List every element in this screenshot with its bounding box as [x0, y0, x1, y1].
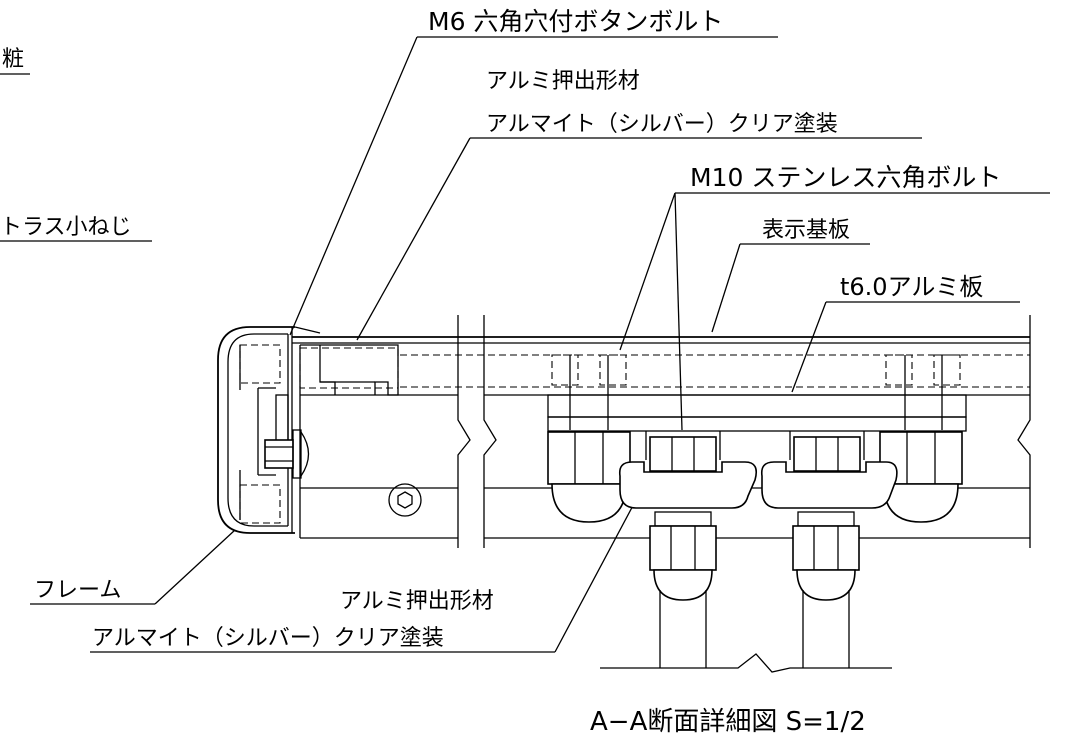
label-truncated-left: トラス小ねじ [0, 215, 132, 240]
label-frame: フレーム [34, 578, 121, 603]
label-display-board: 表示基板 [762, 218, 850, 243]
section-title: A−A断面詳細図 S=1/2 [590, 707, 866, 737]
top-extrusion [299, 344, 399, 396]
hex-socket [388, 483, 422, 517]
label-alu-top-1: アルミ押出形材 [486, 69, 640, 94]
label-m6-bolt: M6 六角穴付ボタンボルト [428, 7, 723, 36]
labels: M6 六角穴付ボタンボルト 粧 アルミ押出形材 アルマイト（シルバー）クリア塗装… [0, 7, 1001, 737]
mount-bracket [547, 394, 967, 432]
leader-lines [0, 36, 1050, 653]
acorn-nuts [547, 431, 963, 523]
rails [292, 336, 1030, 539]
label-alu-bottom-1: アルミ押出形材 [340, 589, 494, 614]
label-truncated-top: 粧 [2, 47, 24, 72]
label-m10-bolt: M10 ステンレス六角ボルト [690, 163, 1001, 192]
label-alu-bottom-2: アルマイト（シルバー）クリア塗装 [92, 626, 444, 651]
support-posts [600, 511, 892, 673]
m10-bolts-hidden [551, 354, 961, 430]
label-alu-top-2: アルマイト（シルバー）クリア塗装 [486, 112, 838, 137]
break-lines [457, 315, 1031, 548]
frame-profile [217, 326, 321, 534]
label-alu-plate: t6.0アルミ板 [840, 273, 983, 301]
center-clamps [618, 431, 898, 509]
